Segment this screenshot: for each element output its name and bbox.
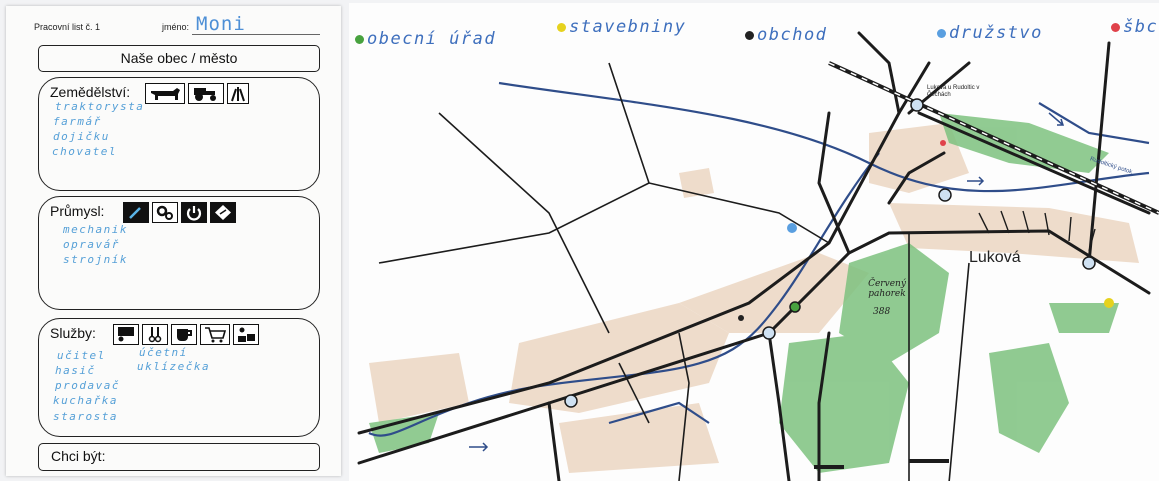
services-icons [113, 324, 259, 345]
cup-icon [171, 324, 197, 345]
roads [357, 31, 1151, 481]
services-entry: účetní [139, 346, 188, 359]
industry-icons [123, 202, 236, 223]
section-industry: Průmysl: mechanik opravář strojník [38, 196, 320, 310]
want-to-be-label: Chci být: [51, 448, 106, 464]
scissors-icon [142, 324, 168, 345]
industry-entry: strojník [63, 253, 128, 266]
section-title-services: Služby: [50, 325, 96, 341]
legend-label: šbc [1123, 17, 1159, 37]
station-label: Luková u Rudoltic v Čechách [927, 85, 980, 98]
hill-elevation: 388 [873, 307, 891, 317]
section-services: Služby: učitel hasič pr [38, 318, 320, 437]
legend-item-shop: obchod [745, 25, 827, 45]
railway [828, 61, 1159, 215]
legend-item-school: šbc [1111, 17, 1158, 37]
legend-item-building-supplies: stavebniny [557, 17, 686, 37]
agriculture-entry: farmář [53, 115, 102, 128]
cart-icon [200, 324, 230, 345]
scale-bar [814, 459, 949, 469]
services-entry: starosta [53, 410, 118, 423]
worksheet-header: Pracovní list č. 1 [34, 22, 101, 32]
diamond-icon [210, 202, 236, 223]
minor-roads [378, 62, 970, 481]
legend-dot [1111, 22, 1120, 32]
crop-icon [227, 83, 249, 104]
stop-markers [564, 98, 1096, 408]
legend-item-municipal-office: obecní úřad [355, 29, 496, 49]
section-title-agriculture: Zemědělství: [50, 84, 131, 100]
school-marker [940, 140, 946, 146]
section-agriculture: Zemědělství: traktorysta farmář dojičku … [38, 77, 320, 191]
village-map: obecní úřad stavebniny obchod družstvo š… [349, 3, 1159, 481]
legend-item-cooperative: družstvo [937, 23, 1043, 43]
forest-areas [369, 113, 1119, 473]
cow-icon [145, 83, 185, 104]
agriculture-icons [145, 83, 249, 104]
cooperative-marker [787, 223, 797, 233]
shop-marker [738, 315, 744, 321]
section-title-industry: Průmysl: [50, 203, 105, 219]
agriculture-entry: dojičku [53, 130, 110, 143]
teacher-icon [113, 324, 139, 345]
tractor-icon [188, 83, 224, 104]
town-label: Luková [969, 249, 1021, 266]
worksheet-title: Naše obec / město [38, 45, 320, 72]
legend-dot [355, 34, 364, 44]
legend-dot [557, 22, 566, 32]
legend-dot [745, 30, 754, 40]
name-line [192, 34, 320, 35]
legend-dot [937, 28, 946, 38]
gears-icon [152, 202, 178, 223]
wrench-icon [123, 202, 149, 223]
industry-entry: opravář [63, 238, 120, 251]
industry-entry: mechanik [63, 223, 128, 236]
hill-name: Červený pahorek [868, 279, 906, 299]
flow-arrows [469, 112, 1065, 452]
streams [368, 81, 1150, 437]
worksheet: Pracovní list č. 1 jméno: Moni Naše obec… [6, 6, 341, 476]
name-label: jméno: [162, 22, 190, 32]
building-supplies-marker [1104, 298, 1114, 308]
services-entry: uklízečka [137, 360, 211, 373]
services-entry: prodavač [55, 379, 120, 392]
terrain-ticks [978, 210, 1096, 252]
services-entry: hasič [55, 364, 96, 377]
legend-label: obchod [757, 25, 828, 45]
power-icon [181, 202, 207, 223]
name-value: Moni [196, 13, 246, 35]
services-entry: kuchařka [53, 394, 118, 407]
map-drawing [357, 31, 1159, 481]
services-entry: učitel [57, 349, 106, 362]
legend-label: stavebniny [569, 17, 687, 37]
legend-label: obecní úřad [367, 29, 497, 49]
legend-label: družstvo [949, 23, 1043, 43]
agriculture-entry: chovatel [52, 145, 117, 158]
clerk-icon [233, 324, 259, 345]
agriculture-entry: traktorysta [55, 100, 145, 113]
want-to-be-box: Chci být: [38, 443, 320, 471]
